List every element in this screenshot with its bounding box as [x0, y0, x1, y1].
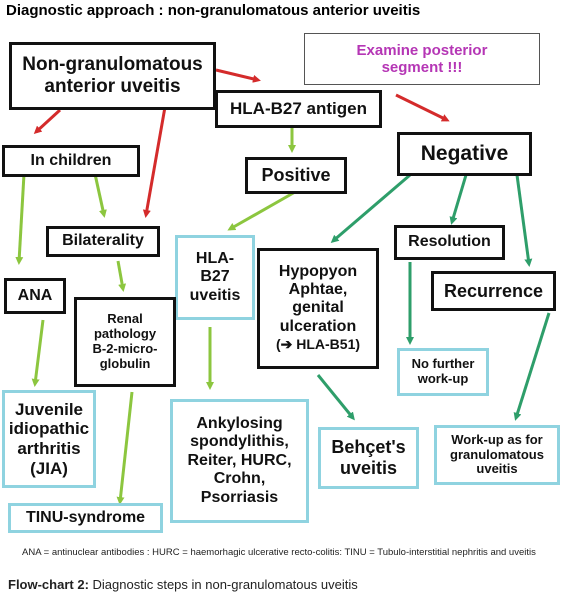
arrow-bilaterality-to-renal	[116, 260, 127, 292]
arrow-root-to-hla	[215, 68, 261, 83]
node-hla-b27-antigen: HLA-B27 antigen	[215, 90, 382, 128]
node-ana: ANA	[4, 278, 66, 314]
arrow-renal-to-tinu	[116, 391, 134, 505]
node-negative: Negative	[397, 132, 532, 176]
caption-label: Flow-chart 2:	[8, 577, 89, 592]
page-title: Diagnostic approach : non-granulomatous …	[6, 2, 421, 19]
arrow-root-to-bilaterality	[142, 106, 167, 218]
arrow-children-to-ana	[15, 173, 26, 265]
arrow-recurrence-to-workup	[513, 312, 551, 421]
node-tinu-syndrome: TINU-syndrome	[8, 503, 163, 533]
arrow-hypopyon-to-behcet	[316, 374, 355, 421]
arrow-root-to-children	[33, 108, 62, 135]
arrow-positive-to-hla-uveitis	[227, 190, 296, 231]
node-in-children: In children	[2, 145, 140, 177]
node-recurrence: Recurrence	[431, 271, 556, 311]
arrow-negative-to-hypopyon	[330, 173, 411, 243]
arrow-children-to-bilaterality	[93, 173, 107, 218]
node-bilaterality: Bilaterality	[46, 226, 160, 257]
arrow-hla-to-negative	[395, 93, 450, 122]
arrow-negative-to-resolution	[449, 174, 468, 225]
figure-caption: Flow-chart 2: Diagnostic steps in non-gr…	[8, 577, 358, 592]
node-resolution: Resolution	[394, 225, 505, 260]
node-positive: Positive	[245, 157, 347, 194]
footnote: ANA = antinuclear antibodies : HURC = ha…	[22, 547, 536, 558]
arrow-ana-to-jia	[31, 319, 45, 387]
caption-text: Diagnostic steps in non-granulomatous uv…	[88, 577, 358, 592]
arrow-negative-to-recurrence	[515, 174, 533, 267]
